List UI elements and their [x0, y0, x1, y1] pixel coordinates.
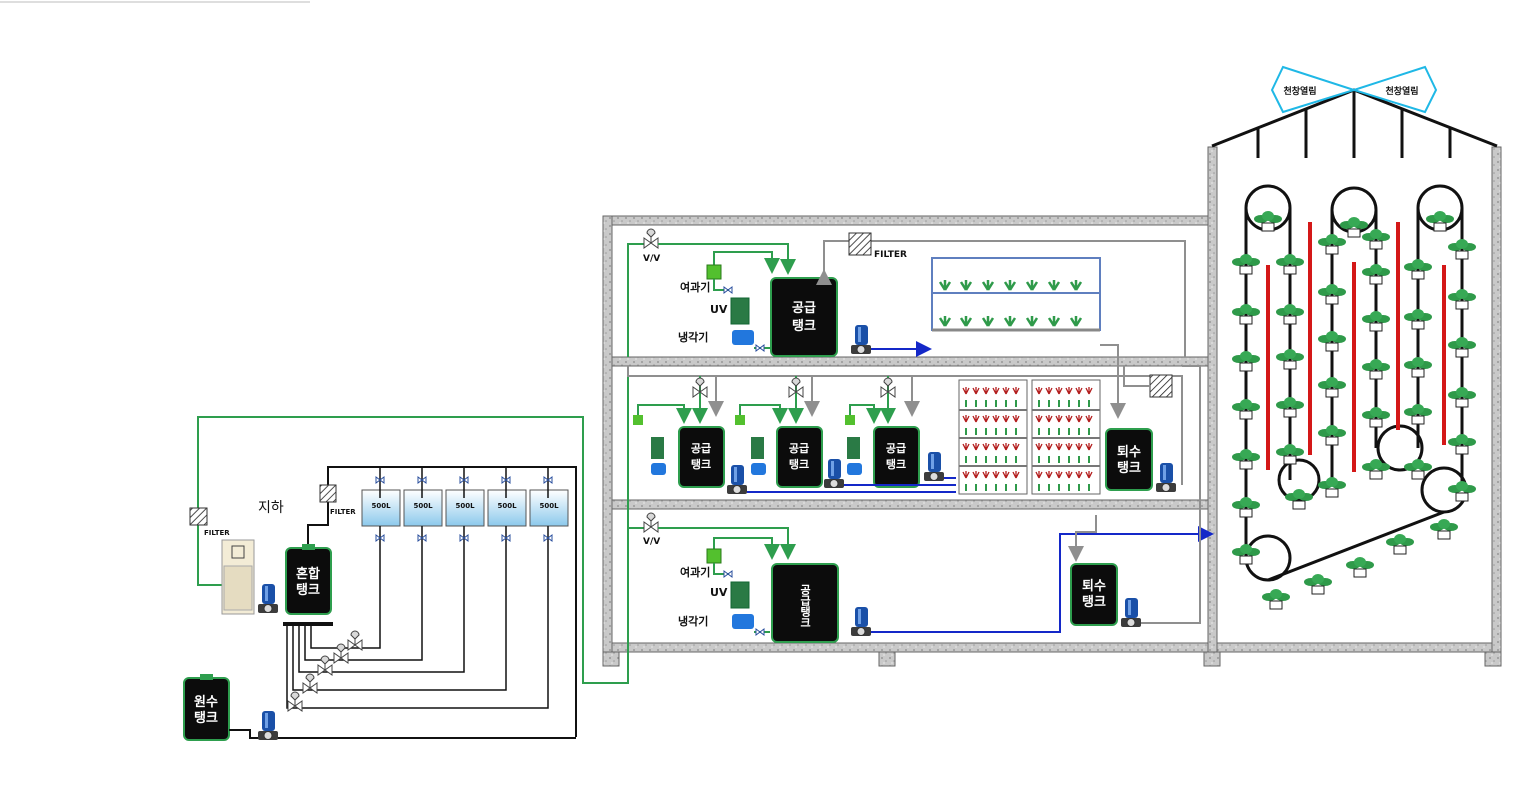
filter-label-mix: FILTER — [330, 508, 356, 516]
cooler-icon — [651, 463, 666, 475]
pump-icon — [257, 583, 279, 614]
cooler-icon — [732, 330, 754, 345]
filter-unit-label-floor1: 여과기 — [680, 565, 710, 579]
filter-unit-icon — [706, 548, 722, 564]
floor-1: V/V 여과기 UV 냉각기 공급탱크 퇴수 탱크 — [627, 365, 1214, 643]
filter-unit-label-floor3: 여과기 — [680, 280, 710, 294]
filter-unit-icon — [633, 415, 643, 425]
supply-tank-floor1: 공급탱크 — [771, 563, 839, 643]
cooler-icon — [847, 463, 862, 475]
pump-icon — [850, 606, 872, 637]
svg-text:탱크: 탱크 — [886, 457, 906, 471]
uv-label-floor3: UV — [710, 303, 728, 316]
roof-vent-left: 천창열림 — [1270, 65, 1358, 114]
raw-tank-label-2: 탱크 — [194, 710, 218, 726]
svg-text:탱크: 탱크 — [1082, 594, 1106, 610]
valve-icon — [347, 630, 363, 651]
filter-icon — [848, 232, 872, 256]
pump-icon — [850, 324, 872, 355]
vertical-farm-tower — [1231, 184, 1477, 610]
uv-sterilizer-icon — [730, 297, 750, 325]
pump-icon — [823, 458, 845, 489]
supply-tank-floor3: 공급 탱크 — [770, 277, 838, 357]
cooler-icon — [751, 463, 766, 475]
svg-text:탱크: 탱크 — [792, 318, 816, 334]
svg-text:공급: 공급 — [792, 301, 816, 316]
roof-vent-right: 천창열림 — [1350, 65, 1438, 114]
svg-text:500L: 500L — [455, 502, 475, 510]
svg-text:퇴수: 퇴수 — [1082, 578, 1106, 594]
uv-sterilizer-icon — [751, 437, 764, 459]
supply-tank-floor2-a: 공급 탱크 — [678, 426, 725, 488]
svg-text:탱크: 탱크 — [789, 457, 809, 471]
vent-label-left: 천창열림 — [1283, 85, 1316, 97]
pump-icon — [1155, 462, 1177, 493]
growing-shelf-floor3 — [931, 257, 1101, 332]
pump-icon — [257, 710, 279, 741]
uv-sterilizer-icon — [847, 437, 860, 459]
filter-label-floor3: FILTER — [874, 250, 907, 260]
svg-text:공급: 공급 — [886, 442, 906, 455]
filter-icon — [189, 507, 208, 526]
uv-sterilizer-icon — [651, 437, 664, 459]
nutrient-tanks: 500L 500L 500L 500L 500L — [361, 489, 569, 527]
svg-text:500L: 500L — [539, 502, 559, 510]
uv-label-floor1: UV — [710, 586, 728, 599]
svg-text:탱크: 탱크 — [1117, 460, 1141, 476]
svg-text:공급: 공급 — [691, 442, 711, 455]
cooler-label-floor1: 냉각기 — [678, 614, 708, 628]
cooler-icon — [732, 614, 754, 629]
svg-text:500L: 500L — [497, 502, 517, 510]
floor-3: V/V 여과기 UV 냉각기 공급 탱크 FILTER — [627, 228, 1186, 419]
valve-icon — [643, 228, 659, 249]
mixing-tank-label-2: 탱크 — [296, 582, 320, 598]
vv-label-floor1: V/V — [643, 537, 660, 547]
basement-system: 지하 FILTER FILTER 500L 500L 500L — [183, 366, 629, 741]
supply-tank-floor2-b: 공급 탱크 — [776, 426, 823, 488]
filter-unit-icon — [735, 415, 745, 425]
pump-icon — [1120, 597, 1142, 628]
svg-text:500L: 500L — [413, 502, 433, 510]
svg-text:500L: 500L — [371, 502, 391, 510]
floor-2: 공급 탱크 공급 탱크 공급 탱크 — [627, 366, 1183, 495]
pump-icon — [726, 464, 748, 495]
vv-label-floor3: V/V — [643, 254, 660, 264]
growing-rack-floor2 — [958, 379, 1101, 495]
pump-icon — [923, 451, 945, 482]
filter-icon — [1149, 374, 1173, 398]
cooler-label-floor3: 냉각기 — [678, 330, 708, 344]
svg-text:탱크: 탱크 — [691, 457, 711, 471]
svg-text:공급탱크: 공급탱크 — [799, 584, 812, 628]
filter-unit-icon — [706, 264, 722, 280]
vent-label-right: 천창열림 — [1385, 85, 1418, 97]
filter-label-basement: FILTER — [204, 529, 230, 537]
raw-tank-label-1: 원수 — [194, 695, 218, 710]
uv-sterilizer-icon — [730, 581, 750, 609]
return-tank-floor1: 퇴수 탱크 — [1070, 563, 1118, 626]
svg-text:퇴수: 퇴수 — [1117, 444, 1141, 460]
filter-unit-icon — [845, 415, 855, 425]
supply-tank-floor2-c: 공급 탱크 — [873, 426, 920, 488]
underground-label: 지하 — [258, 500, 284, 516]
mixing-tank: 혼합 탱크 — [285, 544, 332, 615]
building — [602, 88, 1502, 667]
valve-icon — [643, 512, 659, 533]
raw-water-tank: 원수 탱크 — [183, 674, 230, 741]
svg-text:공급: 공급 — [789, 442, 809, 455]
return-tank-floor2: 퇴수 탱크 — [1105, 428, 1153, 491]
filter-icon — [319, 484, 337, 503]
mixing-tank-label-1: 혼합 — [296, 566, 320, 582]
